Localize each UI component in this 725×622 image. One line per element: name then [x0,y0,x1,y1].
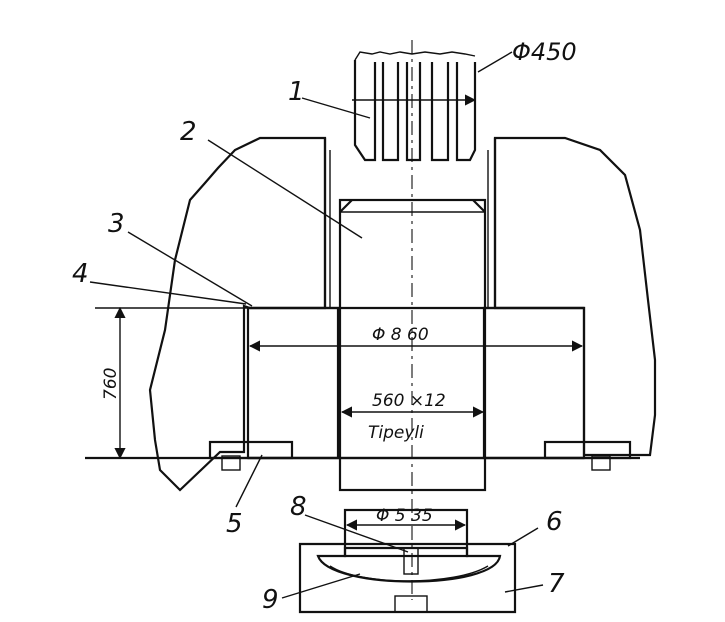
part-label-9: 9 [262,585,279,615]
part-label-8: 8 [290,492,307,522]
top-diameter-text: Φ450 [512,38,577,66]
height-text: 760 [101,368,121,400]
body-diameter-text: Φ 8 60 [372,325,429,345]
height-dimension [95,306,248,460]
material-note: Tipeyli [368,423,424,443]
lower-base [298,542,517,614]
small-diameter-text: Φ 5 35 [376,506,433,526]
housing-left [148,136,327,492]
housing-right [493,136,657,457]
part-label-4: 4 [72,259,89,289]
part-label-5: 5 [226,509,243,539]
part-label-1: 1 [288,77,305,107]
part-label-7: 7 [548,569,565,599]
flange-left [208,440,294,471]
part-label-3: 3 [108,209,125,239]
leader-lines [89,51,544,599]
inner-spec-text: 560 ×12 [372,391,446,411]
part-label-2: 2 [180,117,197,147]
part-label-6: 6 [546,507,563,537]
spline-top [352,51,477,162]
